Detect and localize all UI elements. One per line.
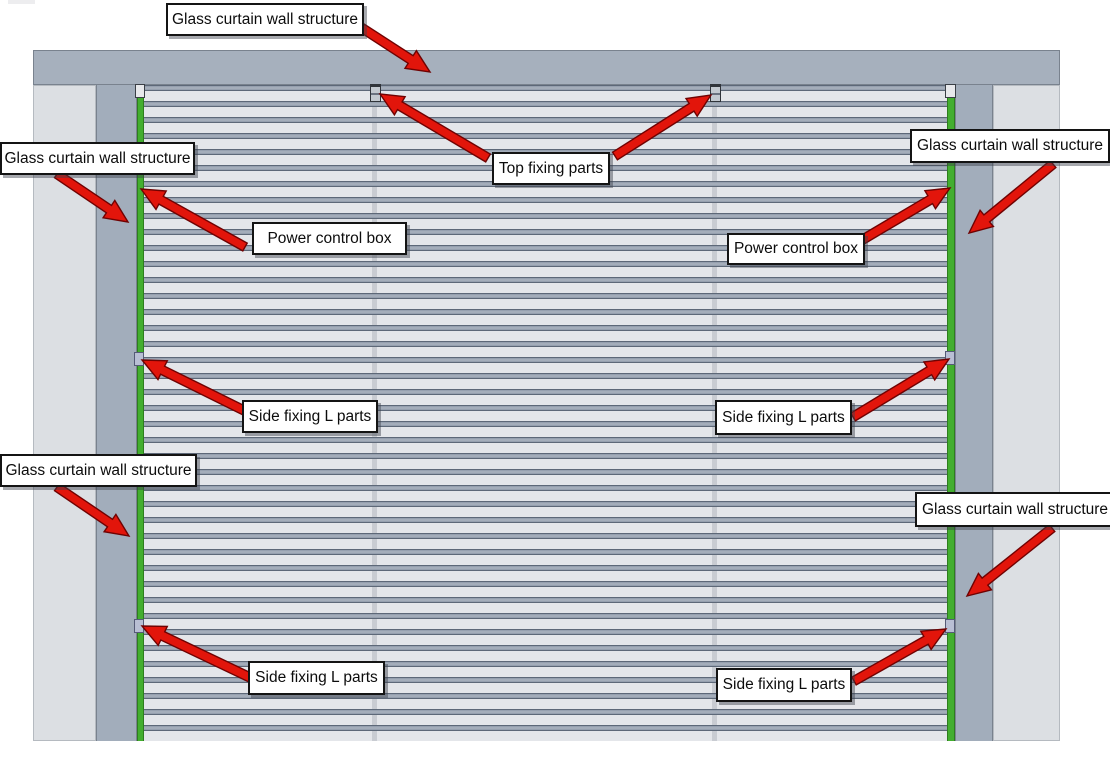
label-side-fixing-l-parts-right-bottom: Side fixing L parts xyxy=(716,668,852,702)
label-side-fixing-l-parts-left-mid: Side fixing L parts xyxy=(242,400,378,433)
label-top-fixing-parts: Top fixing parts xyxy=(492,152,610,185)
left-green-mounting-rail xyxy=(137,85,144,741)
left-glass-panel xyxy=(33,85,96,741)
right-glass-panel xyxy=(993,85,1060,741)
label-glass-curtain-wall-top: Glass curtain wall structure xyxy=(166,3,364,36)
label-side-fixing-l-parts-left-bottom: Side fixing L parts xyxy=(248,661,385,695)
label-power-control-box-left: Power control box xyxy=(252,222,407,255)
side-fixing-l-clip xyxy=(134,619,144,633)
label-side-fixing-l-parts-right-mid: Side fixing L parts xyxy=(715,400,852,435)
label-glass-curtain-wall-left-lower: Glass curtain wall structure xyxy=(0,454,197,487)
label-glass-curtain-wall-right-upper: Glass curtain wall structure xyxy=(910,129,1110,163)
right-curtain-wall-column xyxy=(955,85,993,741)
side-fixing-l-clip xyxy=(134,352,144,366)
side-fixing-l-clip xyxy=(945,619,955,633)
side-fixing-l-clip xyxy=(945,351,955,365)
top-beam xyxy=(33,50,1060,85)
label-glass-curtain-wall-right-lower: Glass curtain wall structure xyxy=(915,492,1110,527)
right-rail-top-cap xyxy=(945,84,956,98)
right-green-mounting-rail xyxy=(947,85,955,741)
left-curtain-wall-column xyxy=(96,85,137,741)
top-fixing-clip xyxy=(370,84,381,102)
top-fixing-clip xyxy=(710,84,721,102)
top-edge-tab xyxy=(8,0,35,4)
label-glass-curtain-wall-left-upper: Glass curtain wall structure xyxy=(0,142,195,175)
left-rail-top-cap xyxy=(135,84,145,98)
label-power-control-box-right: Power control box xyxy=(727,233,865,265)
